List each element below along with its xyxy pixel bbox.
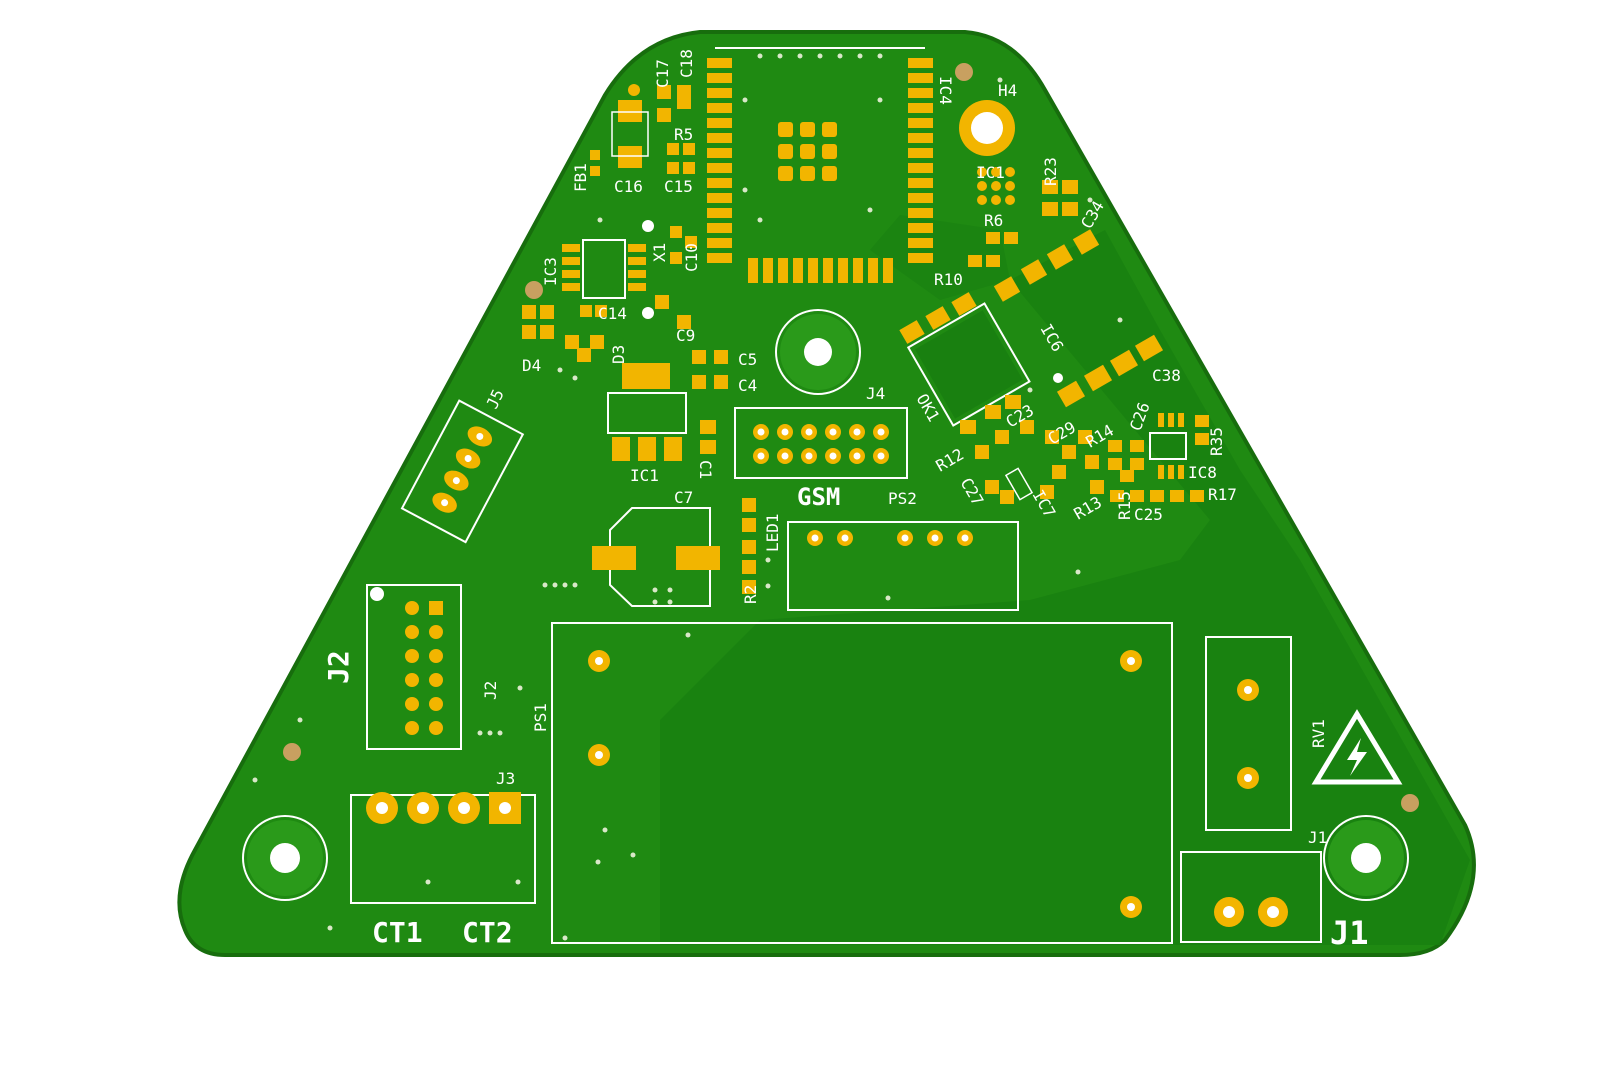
label-ct1: CT1 (372, 916, 423, 949)
mounting-hole-right (1323, 815, 1409, 901)
label-r17: R17 (1208, 485, 1237, 504)
label-c10: C10 (682, 243, 701, 272)
label-rv1: RV1 (1309, 719, 1328, 748)
label-r2: R2 (741, 585, 760, 604)
ic3-chip (562, 239, 646, 299)
label-ic8: IC8 (1188, 463, 1217, 482)
label-x1: X1 (650, 243, 669, 262)
label-j3: J3 (496, 769, 515, 788)
label-c17: C17 (653, 59, 672, 88)
label-r5: R5 (674, 125, 693, 144)
fiducial-top (955, 63, 973, 81)
j4-header (734, 407, 908, 479)
fiducial-left (525, 281, 543, 299)
fiducial-bottom-left (283, 743, 301, 761)
label-ic1: IC1 (630, 466, 659, 485)
label-r15: R15 (1115, 491, 1134, 520)
label-ct2: CT2 (462, 916, 513, 949)
passives-top-left (522, 84, 728, 454)
c7-capacitor (592, 507, 720, 607)
silkscreen-labels: C17 C18 H4 IC4 R5 FB1 C16 C15 IC3 X1 C10… (481, 49, 1328, 847)
label-j1-small: J1 (1308, 828, 1327, 847)
ps1-module (551, 622, 1173, 944)
label-d3: D3 (609, 345, 628, 364)
label-h4: H4 (998, 81, 1017, 100)
j3-terminal (350, 792, 536, 904)
label-j2-large: J2 (322, 650, 355, 684)
ic1-regulator (607, 363, 687, 461)
ic6-chip (906, 302, 1031, 427)
label-c7: C7 (674, 488, 693, 507)
copper-pour-right (660, 230, 1470, 945)
label-c25: C25 (1134, 505, 1163, 524)
j1-terminal (1180, 851, 1322, 943)
label-c9: C9 (676, 326, 695, 345)
label-led1: LED1 (763, 513, 782, 552)
copper-pour-top (870, 215, 1010, 300)
label-c16: C16 (614, 177, 643, 196)
label-fb1: FB1 (571, 163, 590, 192)
label-j4: J4 (866, 384, 885, 403)
label-c1: C1 (696, 460, 715, 479)
label-ps1: PS1 (531, 703, 550, 732)
label-c4: C4 (738, 376, 757, 395)
ps2-module (787, 521, 1019, 611)
high-voltage-warning-icon (1311, 709, 1403, 785)
label-c15: C15 (664, 177, 693, 196)
label-r23: R23 (1041, 157, 1060, 186)
j5-connector (400, 399, 525, 544)
ic7-chip (1004, 467, 1034, 501)
label-r10: R10 (934, 270, 963, 289)
label-d4: D4 (522, 356, 541, 375)
vias (252, 53, 1123, 941)
label-gsm: GSM (797, 483, 840, 511)
ic1b-bga (977, 167, 1015, 205)
label-c38: C38 (1152, 366, 1181, 385)
label-ic3: IC3 (541, 257, 560, 286)
drill-white-3 (370, 587, 384, 601)
label-c18: C18 (677, 49, 696, 78)
ic4-module (707, 47, 933, 283)
c16-outline (611, 111, 649, 157)
label-c5: C5 (738, 350, 757, 369)
label-r35: R35 (1207, 427, 1226, 456)
label-ic4: IC4 (936, 76, 955, 105)
label-j2-small: J2 (481, 681, 500, 700)
drill-white-1 (642, 220, 654, 232)
label-c14: C14 (598, 304, 627, 323)
j2-header (366, 584, 462, 750)
drill-white-2 (642, 307, 654, 319)
silkscreen-large-labels: GSM J2 CT1 CT2 J1 (322, 483, 1369, 952)
label-r6: R6 (984, 211, 1003, 230)
mounting-hole-center (775, 309, 861, 395)
label-j1-large: J1 (1330, 914, 1369, 952)
mounting-hole-h4 (959, 100, 1015, 156)
rv1-varistor (1205, 636, 1292, 831)
label-ic1b: IC1 (976, 163, 1005, 182)
pads-ic6-area (899, 180, 1164, 504)
led1-r2 (742, 498, 756, 594)
mounting-hole-left (242, 815, 328, 901)
fiducial-right (1401, 794, 1419, 812)
label-ps2: PS2 (888, 489, 917, 508)
drill-white-4 (1053, 373, 1063, 383)
ic8-chip (1108, 413, 1209, 502)
